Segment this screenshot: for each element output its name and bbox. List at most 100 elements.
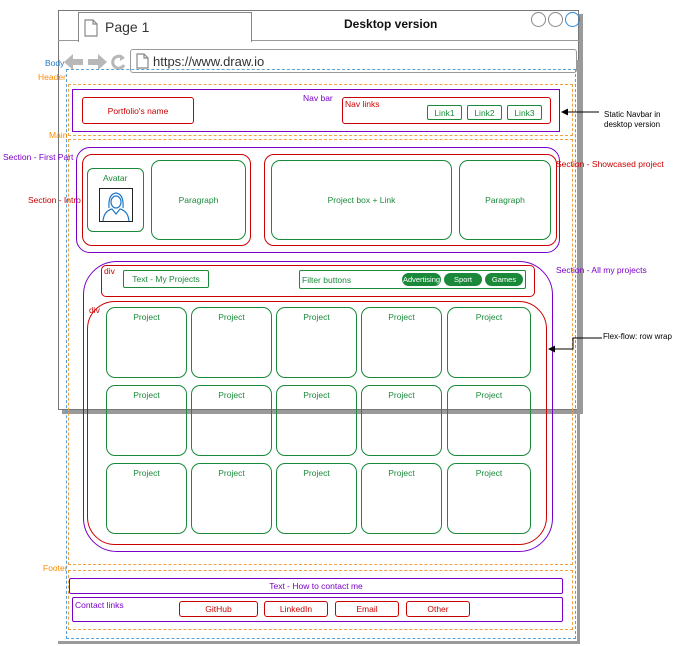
- project-card[interactable]: Project: [191, 463, 272, 534]
- window-title: Desktop version: [344, 17, 438, 31]
- window-circle-3[interactable]: [565, 12, 580, 27]
- contact-text-label: Text - How to contact me: [269, 581, 363, 591]
- showcase-project-label: Project box + Link: [327, 195, 396, 205]
- project-card-label: Project: [133, 468, 160, 478]
- github-link-label: GitHub: [205, 604, 232, 614]
- filter-sport-label: Sport: [454, 275, 472, 284]
- linkedin-link[interactable]: LinkedIn: [264, 601, 328, 617]
- page-tab[interactable]: Page 1: [78, 12, 252, 42]
- project-card-label: Project: [218, 468, 245, 478]
- flex-flow-arrow: [548, 337, 602, 353]
- project-card[interactable]: Project: [191, 385, 272, 456]
- section-intro: [82, 154, 251, 246]
- header-label: Header: [38, 72, 66, 82]
- other-link-label: Other: [427, 604, 449, 614]
- footer-label: Footer: [43, 563, 68, 573]
- project-card[interactable]: Project: [106, 463, 187, 534]
- window-circle-2[interactable]: [548, 12, 563, 27]
- intro-paragraph-label: Paragraph: [178, 195, 219, 205]
- filter-sport-button[interactable]: Sport: [444, 273, 482, 286]
- project-card[interactable]: Project: [191, 307, 272, 378]
- linkedin-link-label: LinkedIn: [279, 604, 313, 614]
- avatar-label: Avatar: [103, 173, 128, 183]
- section-showcased-label: Section - Showcased project: [556, 159, 664, 169]
- portfolio-name-box[interactable]: Portfolio's name: [82, 97, 194, 124]
- project-card[interactable]: Project: [106, 307, 187, 378]
- project-card-label: Project: [218, 312, 245, 322]
- nav-link-2-label: Link2: [474, 107, 495, 118]
- static-navbar-note-1: Static Navbar in: [604, 110, 661, 119]
- nav-link-2[interactable]: Link2: [467, 105, 502, 120]
- projects-header-div: [101, 265, 535, 297]
- header-frame: [68, 84, 573, 136]
- project-card-label: Project: [388, 390, 415, 400]
- project-card[interactable]: Project: [361, 463, 442, 534]
- avatar-icon: [99, 188, 133, 222]
- projects-grid-div: [87, 301, 547, 545]
- project-card[interactable]: Project: [106, 385, 187, 456]
- navbar-label: Nav bar: [303, 93, 333, 103]
- section-all-projects: [83, 261, 553, 552]
- static-navbar-note-2: desktop version: [604, 120, 661, 129]
- project-card[interactable]: Project: [276, 463, 357, 534]
- project-card[interactable]: Project: [276, 307, 357, 378]
- my-projects-text: Text - My Projects: [123, 270, 209, 288]
- project-card[interactable]: Project: [447, 463, 531, 534]
- browser-window: [58, 10, 579, 410]
- page-icon: [84, 19, 98, 37]
- section-intro-label: Section - Intro: [28, 195, 81, 205]
- project-card-label: Project: [133, 390, 160, 400]
- body-frame: [66, 69, 576, 639]
- window-titlebar-divider: [58, 40, 579, 41]
- contact-text-box: Text - How to contact me: [69, 578, 563, 594]
- window-extend-line: [577, 60, 580, 644]
- filter-games-button[interactable]: Games: [485, 273, 523, 286]
- project-card-label: Project: [218, 390, 245, 400]
- reload-icon[interactable]: [110, 53, 126, 71]
- url-text: https://www.draw.io: [153, 54, 265, 69]
- filter-games-label: Games: [491, 275, 517, 284]
- project-card-label: Project: [303, 390, 330, 400]
- filter-buttons-label: Filter buttons: [302, 275, 352, 285]
- filter-advertising-button[interactable]: Advertising: [402, 273, 441, 286]
- div-grid-label: div: [89, 305, 100, 315]
- static-navbar-arrow: [561, 108, 599, 116]
- project-card-label: Project: [388, 312, 415, 322]
- section-all-label: Section - All my projects: [556, 265, 647, 275]
- project-card-label: Project: [475, 390, 503, 400]
- showcase-paragraph: Paragraph: [459, 160, 551, 240]
- nav-link-3[interactable]: Link3: [507, 105, 542, 120]
- avatar-box: Avatar: [87, 168, 144, 232]
- other-link[interactable]: Other: [406, 601, 470, 617]
- email-link[interactable]: Email: [335, 601, 399, 617]
- filter-advertising-label: Advertising: [402, 275, 441, 284]
- project-card-label: Project: [303, 312, 330, 322]
- project-card-label: Project: [388, 468, 415, 478]
- back-arrow-icon[interactable]: [64, 54, 84, 70]
- showcase-paragraph-label: Paragraph: [485, 195, 525, 205]
- window-circle-1[interactable]: [531, 12, 546, 27]
- nav-link-1-label: Link1: [434, 107, 455, 118]
- showcase-project-box[interactable]: Project box + Link: [271, 160, 452, 240]
- main-frame: [68, 139, 573, 565]
- nav-link-3-label: Link3: [514, 107, 535, 118]
- contact-links-box: Contact links: [72, 597, 563, 622]
- nav-link-1[interactable]: Link1: [427, 105, 462, 120]
- project-card[interactable]: Project: [361, 385, 442, 456]
- forward-arrow-icon[interactable]: [87, 54, 107, 70]
- project-card-label: Project: [475, 468, 503, 478]
- page-icon: [136, 53, 149, 69]
- project-card[interactable]: Project: [276, 385, 357, 456]
- contact-links-label: Contact links: [75, 600, 124, 610]
- project-card[interactable]: Project: [361, 307, 442, 378]
- project-card-label: Project: [475, 312, 503, 322]
- project-card-label: Project: [303, 468, 330, 478]
- portfolio-name: Portfolio's name: [107, 105, 169, 116]
- div-top-label: div: [104, 266, 115, 276]
- my-projects-label: Text - My Projects: [132, 274, 200, 284]
- section-first-part: [76, 147, 560, 253]
- github-link[interactable]: GitHub: [179, 601, 258, 617]
- project-card[interactable]: Project: [447, 307, 531, 378]
- body-label: Body: [45, 58, 65, 68]
- project-card[interactable]: Project: [447, 385, 531, 456]
